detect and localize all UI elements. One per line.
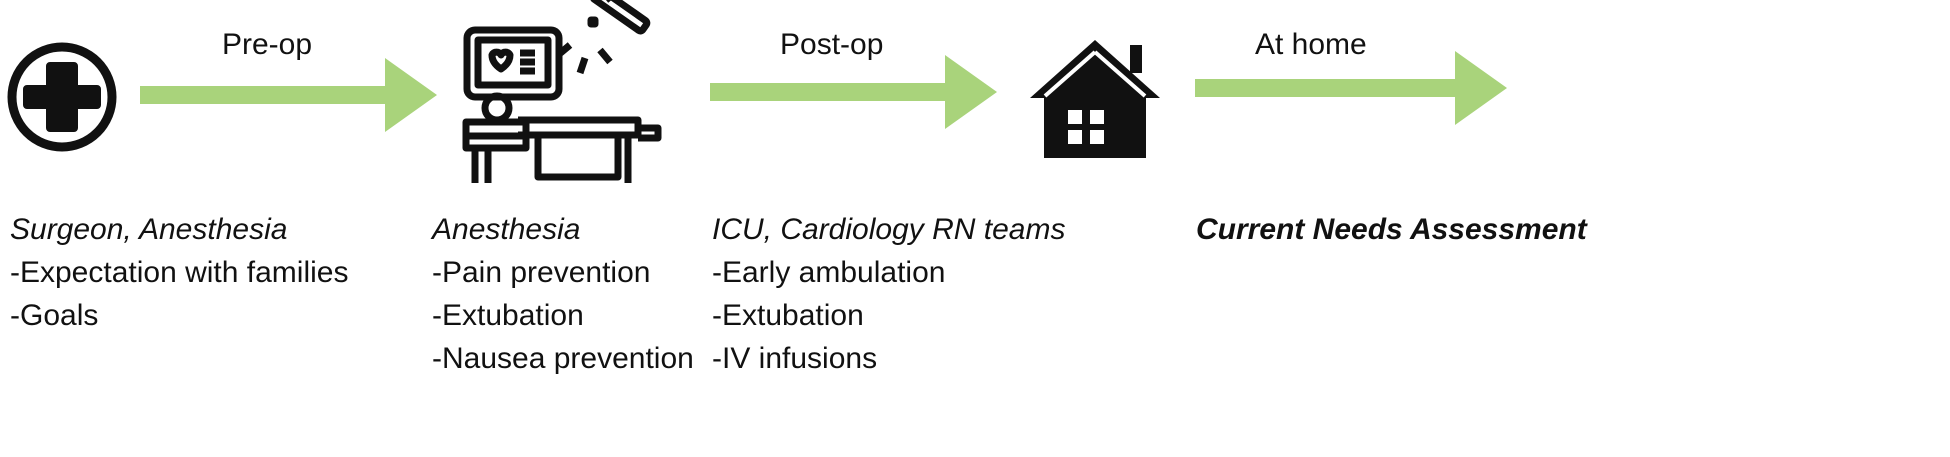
house-icon [1030,40,1160,158]
stage-label-post-op: Post-op [780,28,884,61]
post-op-column: ICU, Cardiology RN teams -Early ambulati… [712,208,1065,380]
pre-op-column: Surgeon, Anesthesia -Expectation with fa… [10,208,348,337]
arrow-at-home [1195,51,1507,125]
list-item: -Extubation [712,299,864,332]
list-item: -Nausea prevention [432,342,694,375]
intra-op-column: Anesthesia -Pain prevention -Extubation … [432,208,694,380]
column-heading: ICU, Cardiology RN teams [712,213,1066,246]
column-heading: Surgeon, Anesthesia [10,213,288,246]
operating-room-icon [462,0,662,183]
list-item: -Early ambulation [712,256,946,289]
arrow-post-op [710,55,997,129]
stage-label-at-home: At home [1255,28,1367,61]
column-heading: Anesthesia [432,213,581,246]
arrow-pre-op [140,58,437,132]
list-item: -Pain prevention [432,256,651,289]
column-heading: Current Needs Assessment [1196,213,1587,246]
list-item: -Extubation [432,299,584,332]
list-item: -IV infusions [712,342,878,375]
flow-graphics [7,0,1507,183]
at-home-column: Current Needs Assessment [1196,208,1587,251]
list-item: -Expectation with families [10,256,349,289]
hospital-plus-icon [7,42,117,152]
stage-label-pre-op: Pre-op [222,28,313,61]
list-item: -Goals [10,299,99,332]
